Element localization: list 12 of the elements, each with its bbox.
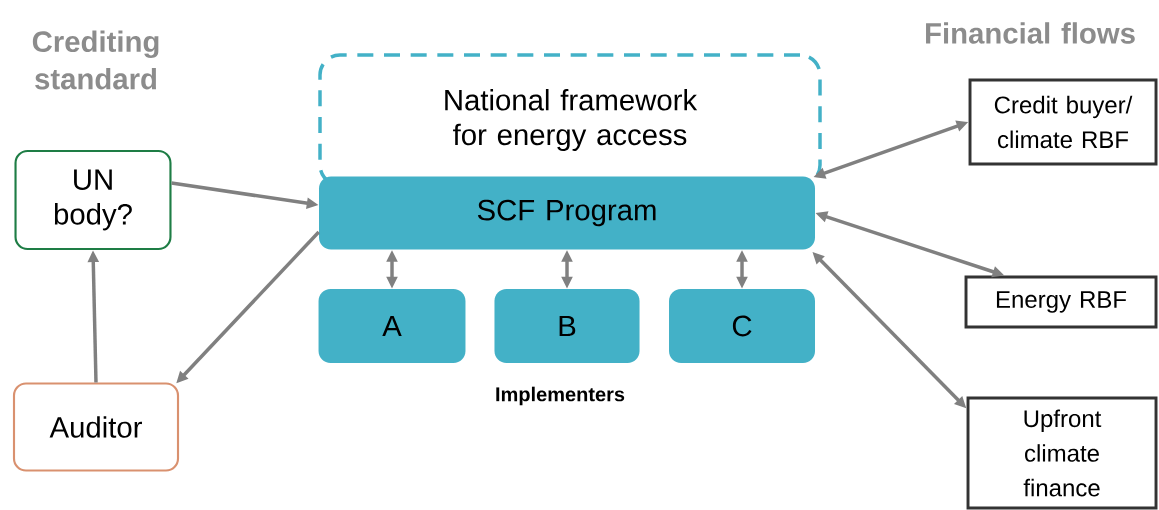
auditor-box: Auditor	[12, 382, 180, 472]
group-label: Implementers	[496, 386, 625, 406]
finance-box: Upfront climate finance	[966, 396, 1158, 510]
implementer-box: C	[669, 289, 815, 363]
program-box: SCF Program	[319, 176, 815, 250]
implementer-box: B	[494, 289, 640, 363]
standard-box: UN body?	[14, 149, 172, 251]
finance-box: Credit buyer/ climate RBF	[968, 78, 1158, 166]
heading: Crediting standard	[32, 30, 159, 90]
heading: Financial flows	[926, 22, 1135, 44]
finance-box: Energy RBF	[964, 275, 1158, 329]
implementer-box: A	[318, 289, 466, 363]
